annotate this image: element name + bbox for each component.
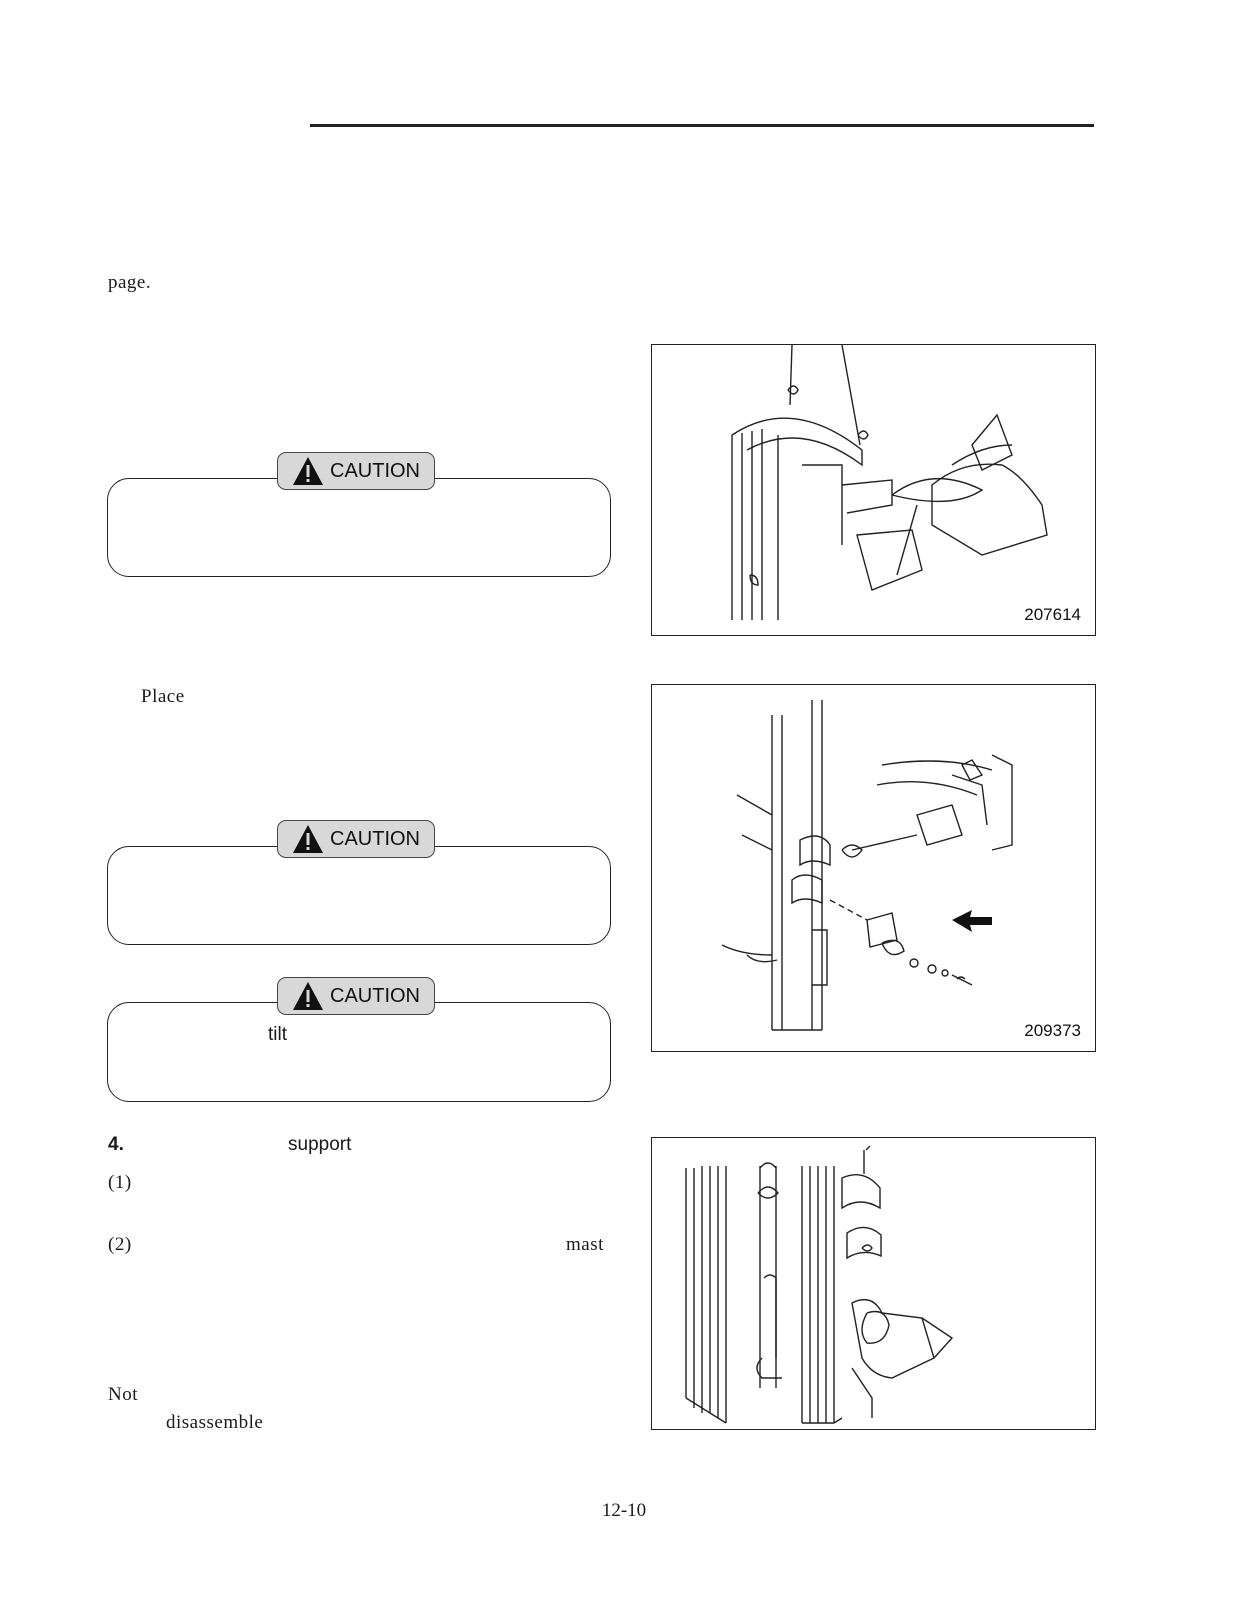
step4-number: 4. (108, 1134, 124, 1155)
mast-lifting-illustration (731, 345, 1048, 620)
caution-label-1: CAUTION (277, 452, 435, 490)
note-fragment: Not (108, 1384, 138, 1405)
caution-text: CAUTION (330, 459, 420, 482)
warning-triangle-icon (293, 982, 323, 1010)
figure-number: 209373 (1024, 1021, 1081, 1040)
text-fragment-page: page. (108, 272, 152, 293)
caution-box-3 (107, 1002, 611, 1102)
tilt-cylinder-pin-illustration (721, 700, 1013, 1031)
item1-marker: (1) (108, 1172, 132, 1193)
figure-tilt-cylinder-pin: 209373 (651, 684, 1096, 1052)
item2-marker: (2) (108, 1234, 132, 1255)
caution-label-3: CAUTION (277, 977, 435, 1015)
text-fragment-place: Place (141, 686, 185, 707)
caution-box-1 (107, 478, 611, 577)
caution-box-2 (107, 846, 611, 945)
page-number: 12-10 (601, 1500, 647, 1521)
figure-mast-lifting: 207614 (651, 344, 1096, 636)
caution-label-2: CAUTION (277, 820, 435, 858)
caution-text: CAUTION (330, 827, 420, 850)
caution3-word: tilt (268, 1024, 287, 1045)
note-word: disassemble (166, 1412, 264, 1433)
mast-support-illustration (685, 1145, 954, 1424)
figure-number: 207614 (1024, 605, 1081, 624)
warning-triangle-icon (293, 825, 323, 853)
header-rule (310, 124, 1094, 127)
figure-mast-support (651, 1137, 1096, 1430)
caution-text: CAUTION (330, 984, 420, 1007)
warning-triangle-icon (293, 457, 323, 485)
item2-word: mast (566, 1234, 604, 1255)
step4-heading-word: support (288, 1134, 352, 1155)
